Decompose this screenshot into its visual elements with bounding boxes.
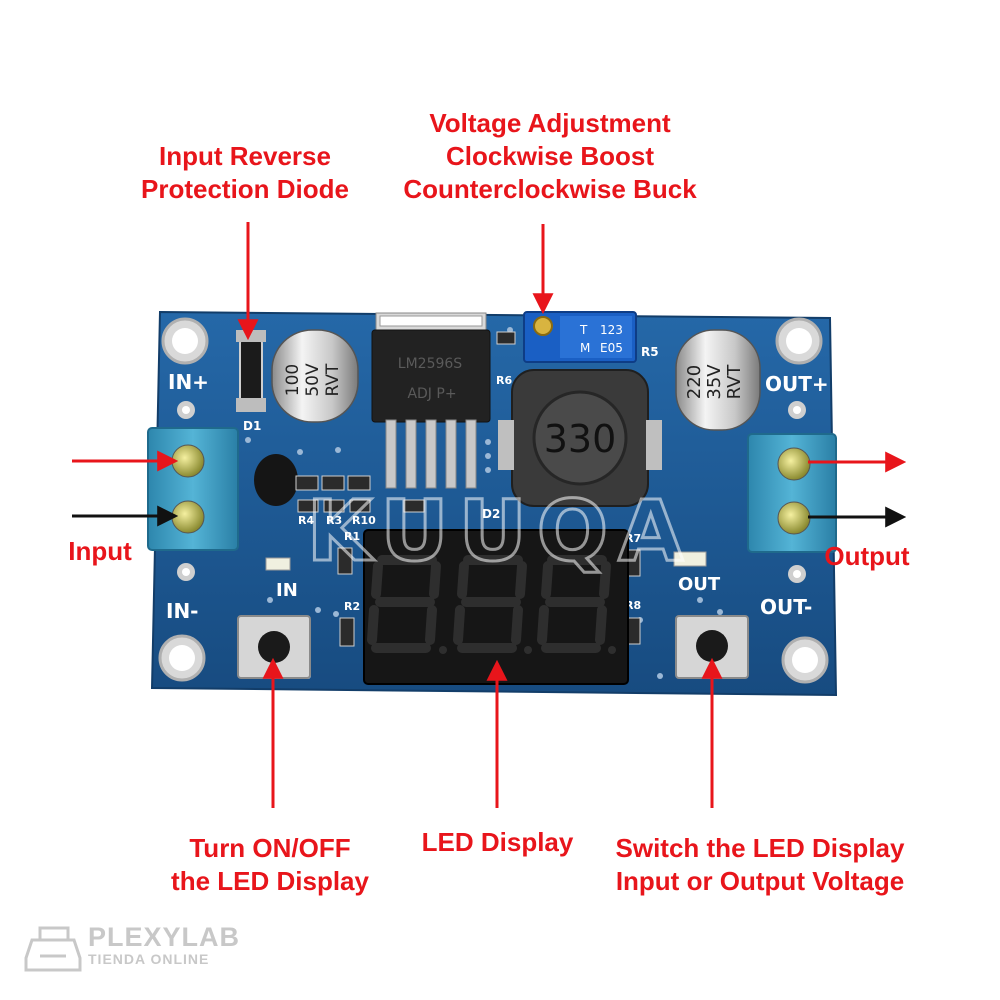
input-positive-screw[interactable]	[171, 444, 205, 478]
voltage-callout: Voltage Adjustment Clockwise Boost Count…	[395, 107, 705, 206]
voltage-callout-line-2: Clockwise Boost	[445, 141, 655, 171]
pot-text-3: 123	[600, 323, 623, 337]
onoff-callout: Turn ON/OFF the LED Display	[140, 832, 400, 898]
d2-label: D2	[482, 507, 500, 521]
led-callout: LED Display	[405, 826, 590, 859]
output-callout: Output	[812, 540, 922, 573]
switch-callout-line-1: Switch the LED Display	[615, 833, 905, 863]
switch-callout: Switch the LED Display Input or Output V…	[600, 832, 920, 898]
onoff-callout-line-2: the LED Display	[171, 866, 369, 896]
display-switch-button[interactable]	[675, 615, 749, 679]
input-terminal-block[interactable]	[147, 427, 239, 551]
output-callout-text: Output	[824, 541, 910, 571]
diode-callout-line-1: Input Reverse	[159, 141, 331, 171]
in-led-label: IN	[276, 580, 298, 601]
output-terminal-block[interactable]	[747, 433, 837, 553]
output-positive-screw[interactable]	[777, 447, 811, 481]
plexylab-logo-icon	[24, 926, 82, 972]
r5-label: R5	[641, 345, 659, 359]
cap-right-line-1: 220	[684, 365, 705, 399]
input-callout: Input	[50, 535, 150, 568]
input-negative-screw[interactable]	[171, 500, 205, 534]
cap-right-line-2: 35V	[704, 364, 725, 400]
mounting-hole	[161, 317, 209, 365]
mounting-hole	[158, 634, 206, 682]
r2-label: R2	[344, 600, 360, 613]
out-led-label: OUT	[678, 574, 721, 595]
output-capacitor: 220 35V RVT	[675, 329, 761, 431]
photo-watermark: KUUQA	[307, 482, 693, 580]
r1-label: R1	[344, 530, 360, 543]
brand-title: PLEXYLAB	[88, 922, 241, 952]
brand-watermark: PLEXYLAB TIENDA ONLINE	[26, 922, 246, 972]
cap-left-line-2: 50V	[303, 363, 323, 397]
in-minus-label: IN-	[166, 599, 198, 623]
pot-text-4: E05	[600, 341, 623, 355]
out-led	[673, 551, 707, 567]
input-capacitor: 100 50V RVT	[271, 329, 359, 423]
inductor-value: 330	[544, 417, 617, 461]
mounting-hole	[775, 317, 823, 365]
display-onoff-button[interactable]	[237, 615, 311, 679]
smd-components	[295, 331, 641, 647]
voltage-potentiometer[interactable]: T M 123 E05	[523, 311, 637, 363]
in-led	[265, 557, 291, 571]
output-negative-screw[interactable]	[777, 501, 811, 535]
r7-label: R7	[625, 532, 641, 545]
voltage-callout-line-1: Voltage Adjustment	[429, 108, 671, 138]
cap-right-line-3: RVT	[724, 364, 745, 400]
r8-label: R8	[625, 599, 641, 612]
voltage-callout-line-3: Counterclockwise Buck	[403, 174, 697, 204]
seven-segment-display	[363, 529, 629, 685]
mounting-hole	[781, 636, 829, 684]
switch-callout-line-2: Input or Output Voltage	[615, 866, 905, 896]
cap-left-line-1: 100	[283, 364, 303, 396]
pot-screw[interactable]	[533, 316, 553, 336]
r4-label: R4	[298, 514, 314, 527]
diode-callout: Input Reverse Protection Diode	[120, 140, 370, 206]
in-plus-label: IN+	[168, 370, 209, 394]
r3-label: R3	[326, 514, 342, 527]
onoff-callout-line-1: Turn ON/OFF	[189, 833, 351, 863]
brand-subtitle: TIENDA ONLINE	[88, 951, 210, 967]
regulator-ic: LM2596S ADJ P+	[371, 312, 491, 489]
pot-text-2: M	[580, 341, 590, 355]
inductor: 330	[498, 369, 662, 507]
pot-text-1: T	[579, 323, 588, 337]
ic-text-1: LM2596S	[398, 356, 463, 372]
led-callout-text: LED Display	[421, 827, 574, 857]
diode-callout-line-2: Protection Diode	[140, 174, 349, 204]
ic-text-2: ADJ P+	[407, 386, 456, 402]
out-minus-label: OUT-	[760, 595, 812, 619]
protection-diode	[236, 330, 266, 412]
input-callout-text: Input	[68, 536, 132, 566]
r10-label: R10	[352, 514, 376, 527]
cap-left-line-3: RVT	[323, 363, 343, 397]
d1-label: D1	[243, 419, 261, 433]
r6-label: R6	[496, 374, 512, 387]
transistor	[254, 454, 298, 506]
out-plus-label: OUT+	[765, 372, 829, 396]
